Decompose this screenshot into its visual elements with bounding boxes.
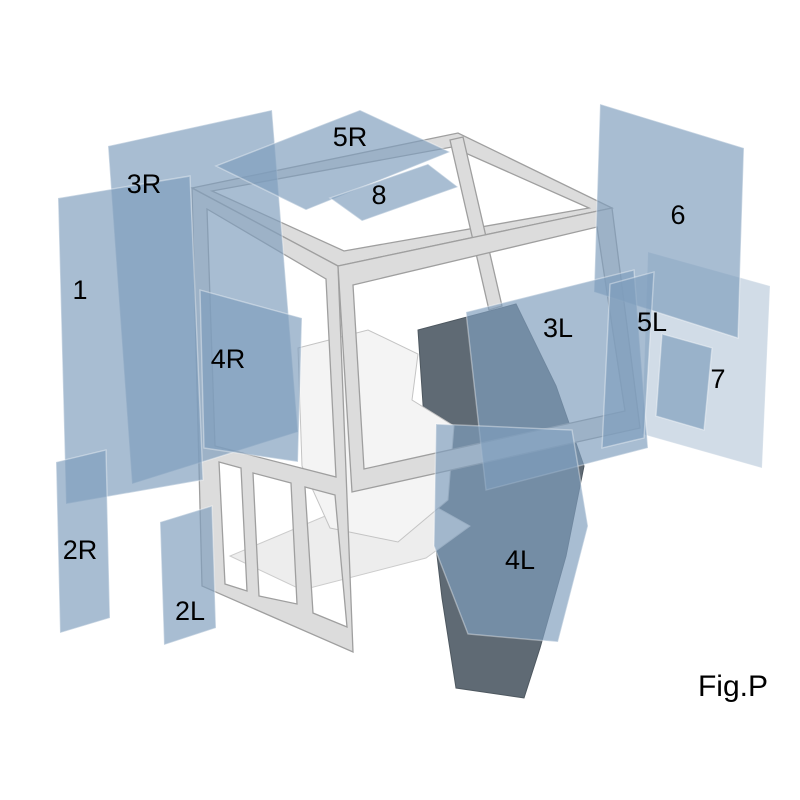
panel-8-glass xyxy=(328,163,460,222)
label-panel-2R: 2R xyxy=(63,535,98,565)
label-panel-1: 1 xyxy=(72,275,87,305)
panel-5L-glass xyxy=(601,271,655,449)
panel-1-glass xyxy=(57,175,204,505)
cab-front-frame xyxy=(191,186,354,654)
label-panel-7: 7 xyxy=(710,364,725,394)
label-panel-3L: 3L xyxy=(543,313,573,343)
label-panel-5R: 5R xyxy=(333,122,368,152)
label-panel-3R: 3R xyxy=(127,169,162,199)
label-panel-5L: 5L xyxy=(637,307,667,337)
panel-2L-glass xyxy=(159,505,217,646)
figure-caption: Fig.P xyxy=(698,670,768,703)
panel-5R-glass xyxy=(214,109,452,211)
panel-7-glass xyxy=(655,333,713,431)
panel-4L-glass xyxy=(433,423,589,643)
panel-4R-glass xyxy=(199,289,303,463)
panel-2R-glass xyxy=(55,449,111,634)
label-panel-8: 8 xyxy=(371,180,386,210)
label-panel-2L: 2L xyxy=(175,596,205,626)
label-panel-4R: 4R xyxy=(211,344,246,374)
label-panel-6: 6 xyxy=(670,200,685,230)
label-panel-4L: 4L xyxy=(505,545,535,575)
